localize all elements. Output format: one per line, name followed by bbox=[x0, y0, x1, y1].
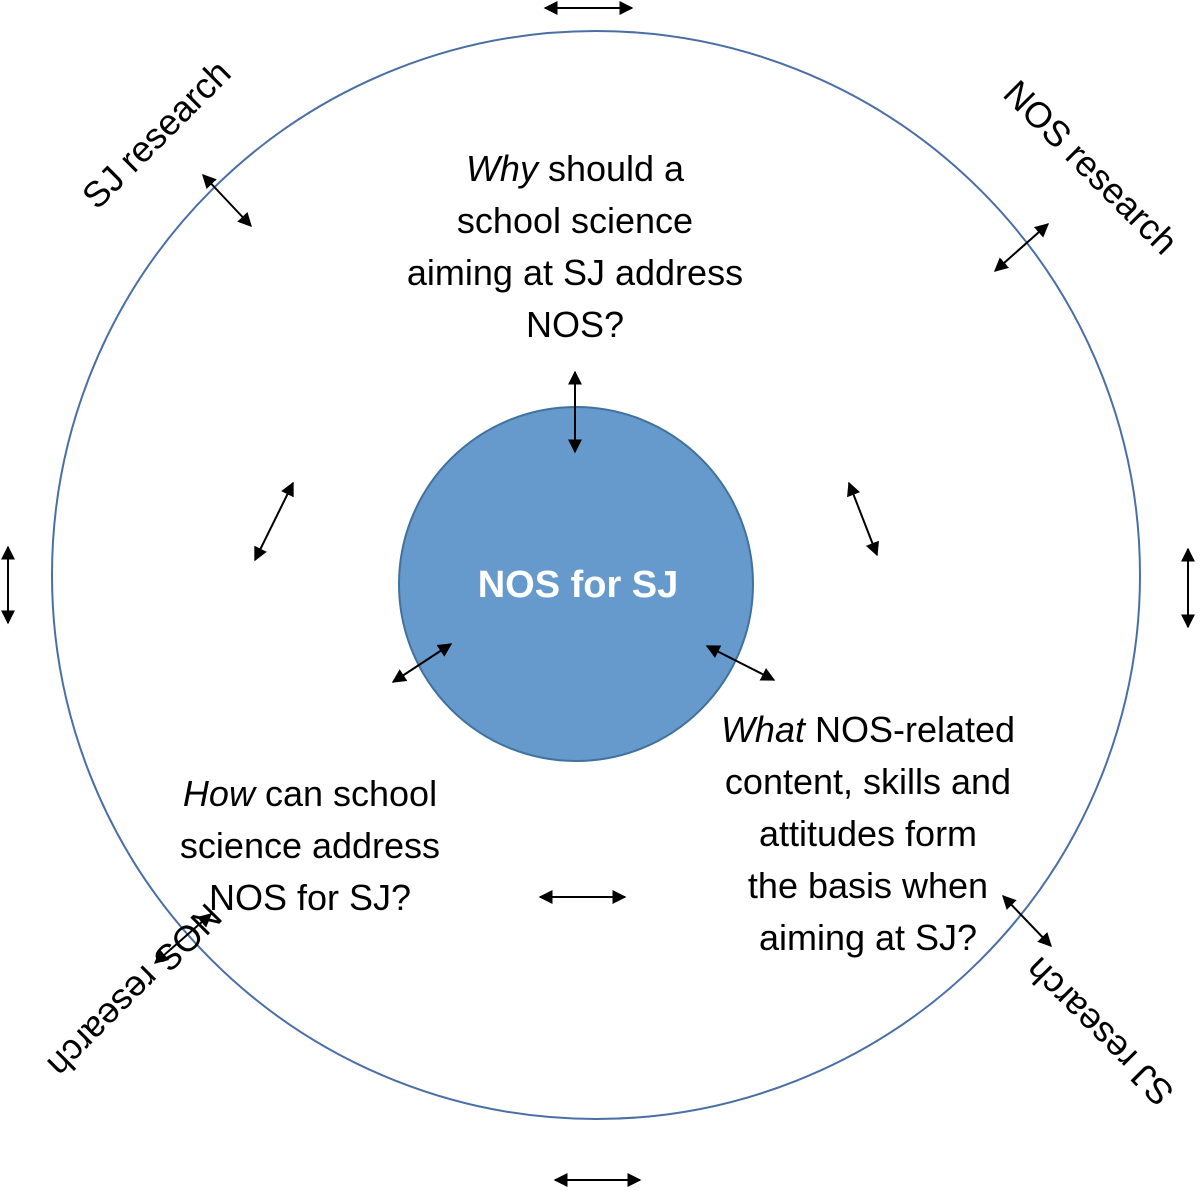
how-line3: NOS for SJ? bbox=[209, 877, 411, 918]
label-nos-research-top-right: NOS research bbox=[996, 72, 1186, 262]
double-arrow-center-right bbox=[847, 481, 879, 557]
how-line1: can school bbox=[255, 773, 437, 814]
svg-text:Why should a: Why should a bbox=[466, 148, 685, 189]
question-how: How can school science address NOS for S… bbox=[180, 773, 440, 918]
what-line5: aiming at SJ? bbox=[759, 917, 977, 958]
double-arrow-center-lower-left bbox=[391, 643, 453, 683]
how-em: How bbox=[183, 773, 257, 814]
what-line3: attitudes form bbox=[759, 813, 977, 854]
what-line1: NOS-related bbox=[805, 709, 1015, 750]
double-arrow-top-right-rim bbox=[993, 223, 1050, 272]
double-arrow-center-left bbox=[254, 481, 294, 562]
svg-text:How can school: How can school bbox=[183, 773, 437, 814]
question-why: Why should a school science aiming at SJ… bbox=[407, 148, 743, 345]
label-sj-research-top-left: SJ research bbox=[74, 52, 239, 217]
double-arrow-bottom-right-rim bbox=[1002, 894, 1052, 948]
why-line3: aiming at SJ address bbox=[407, 252, 743, 293]
double-arrow-top-left-rim bbox=[202, 173, 252, 228]
outer-circle bbox=[51, 30, 1141, 1120]
what-line4: the basis when bbox=[748, 865, 988, 906]
label-sj-research-bottom-right: SJ research bbox=[1017, 949, 1182, 1114]
what-line2: content, skills and bbox=[725, 761, 1011, 802]
center-label: NOS for SJ bbox=[478, 564, 679, 606]
why-line2: school science bbox=[457, 200, 693, 241]
double-arrow-bottom-left-rim bbox=[153, 913, 213, 964]
why-line1: should a bbox=[538, 148, 685, 189]
svg-text:What NOS-related: What NOS-related bbox=[721, 709, 1015, 750]
why-line4: NOS? bbox=[526, 304, 624, 345]
double-arrow-center-lower-right bbox=[705, 645, 776, 681]
question-what: What NOS-related content, skills and att… bbox=[721, 709, 1015, 958]
what-em: What bbox=[721, 709, 807, 750]
how-line2: science address bbox=[180, 825, 440, 866]
why-em: Why bbox=[466, 148, 540, 189]
label-nos-research-bottom-left: NOS research bbox=[40, 896, 230, 1086]
